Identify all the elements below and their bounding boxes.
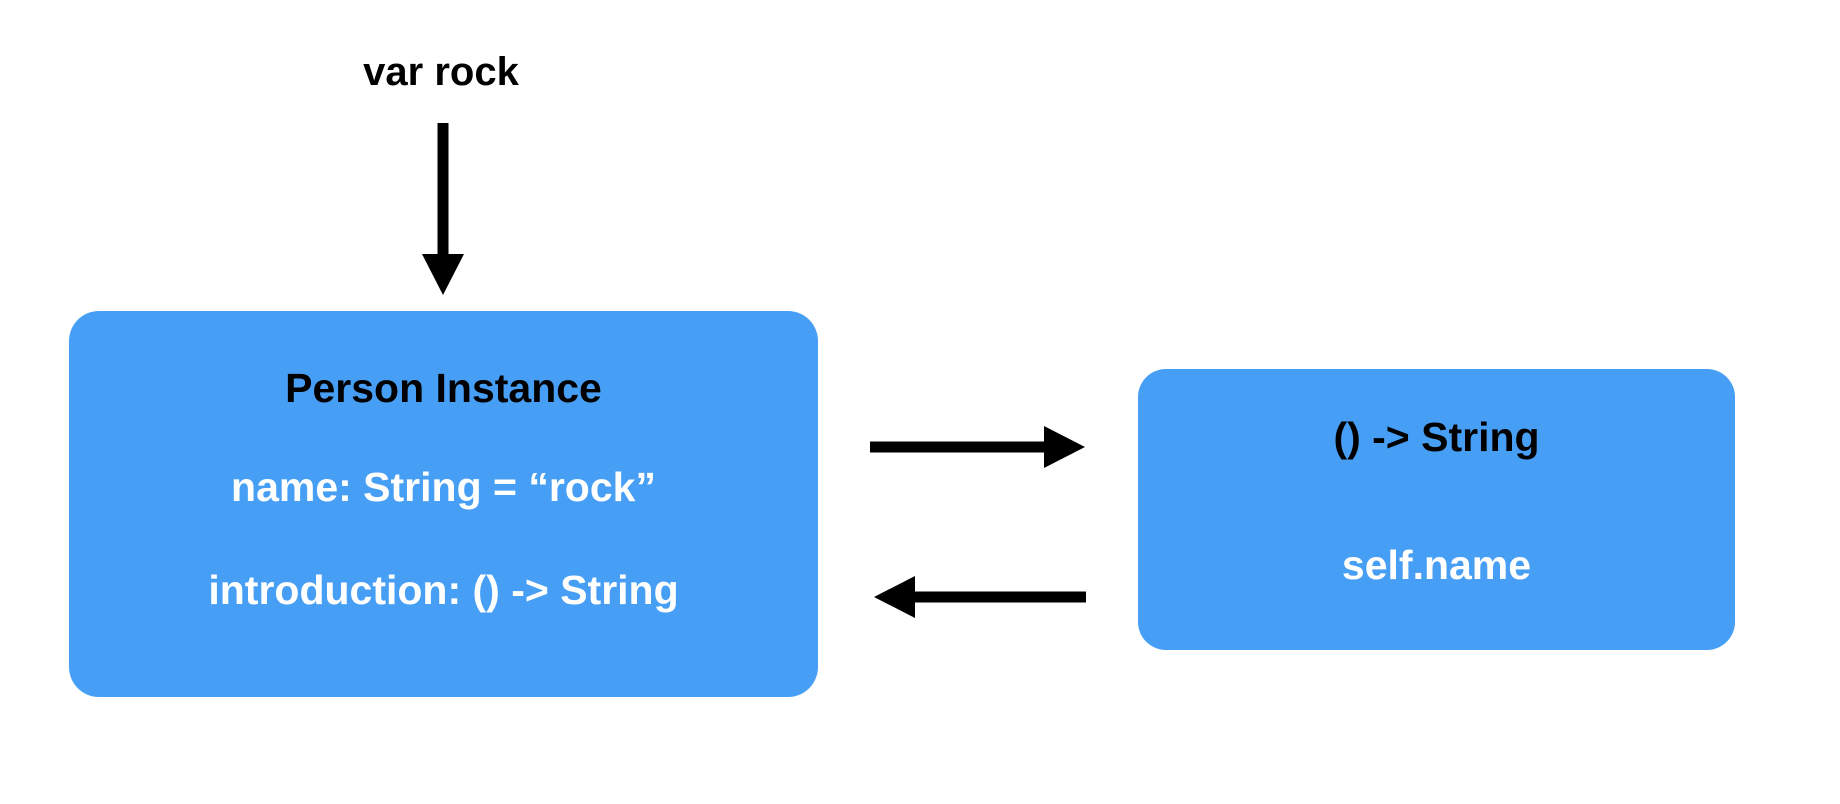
closure-signature: () -> String [1333, 414, 1540, 460]
closure-box: () -> String self.name [1138, 369, 1735, 650]
person-instance-box: Person Instance name: String = “rock” in… [69, 311, 818, 697]
left-arrow-icon [874, 576, 1086, 618]
closure-body: self.name [1341, 542, 1532, 588]
person-instance-title: Person Instance [285, 365, 602, 411]
person-property-name: name: String = “rock” [231, 464, 656, 510]
variable-label: var rock [363, 50, 519, 94]
down-arrow-icon [422, 123, 464, 295]
person-property-introduction: introduction: () -> String [208, 567, 679, 613]
right-arrow-icon [870, 426, 1085, 468]
